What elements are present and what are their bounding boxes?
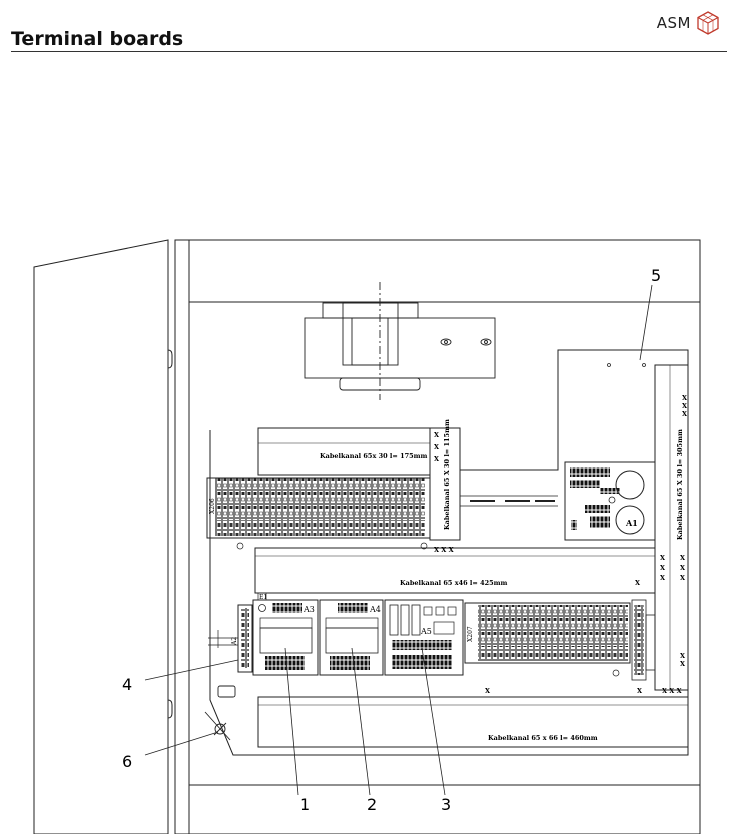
cable-duct-right: Kabelkanal 65 X 30 l= 305mm X X X X X X … (654, 364, 689, 691)
cable-duct-bottom-label: Kabelkanal 65 x 66 l= 460mm (488, 734, 598, 742)
a5-label: A5 (420, 627, 432, 636)
svg-text:X: X (660, 574, 666, 582)
terminal-block-x206: X206 (206, 477, 431, 550)
terminal-block-x207: X207 (464, 599, 656, 681)
component-a3: A3 (252, 599, 319, 676)
top-assembly (304, 282, 496, 400)
svg-text:X: X (682, 394, 688, 402)
svg-text:X: X (680, 574, 686, 582)
callout-6: 6 (122, 752, 132, 771)
svg-text:X: X (637, 687, 643, 695)
a1-label: A1 (625, 518, 638, 528)
cable-duct-vertical-label: Kabelkanal 65 X 30 l= 115mm (443, 419, 451, 530)
cable-duct-middle: Kabelkanal 65 x46 l= 425mm X X X X (254, 546, 656, 594)
svg-text:X: X (434, 443, 440, 451)
cable-duct-top-label: Kabelkanal 65x 30 l= 175mm (320, 452, 428, 460)
svg-text:X: X (680, 652, 686, 660)
svg-text:X: X (680, 564, 686, 572)
svg-text:X: X (635, 579, 641, 587)
component-a1: A1 (564, 461, 656, 541)
component-a2: A2 (208, 604, 253, 673)
cabinet-door (33, 239, 173, 834)
svg-text:X: X (434, 431, 440, 439)
cable-duct-bottom: Kabelkanal 65 x 66 l= 460mm X X X X X (257, 687, 689, 748)
mounting-plate (209, 349, 689, 756)
page-header: Terminal boards ASM (0, 0, 731, 60)
callout-2: 2 (367, 795, 377, 814)
a2-label: A2 (231, 637, 238, 646)
svg-text:X: X (680, 660, 686, 668)
x-marks-row: X X X (434, 546, 455, 554)
callout-1: 1 (300, 795, 310, 814)
callout-3: 3 (441, 795, 451, 814)
svg-text:E1: E1 (259, 594, 267, 601)
page-title: Terminal boards (11, 28, 184, 50)
a3-label: A3 (303, 605, 315, 614)
asm-logo: ASM (657, 10, 719, 36)
cable-duct-top: Kabelkanal 65x 30 l= 175mm X X X (257, 427, 440, 476)
svg-text:X: X (682, 410, 688, 418)
callout-5: 5 (651, 266, 661, 285)
component-a4: A4 (319, 599, 384, 676)
x206-label: X206 (209, 498, 216, 514)
svg-text:X: X (434, 455, 440, 463)
svg-text:X: X (682, 402, 688, 410)
svg-text:X: X (660, 564, 666, 572)
logo-text: ASM (656, 14, 691, 32)
svg-text:X: X (485, 687, 491, 695)
svg-text:X: X (660, 554, 666, 562)
asm-cube-icon (697, 11, 719, 35)
x207-label: X207 (467, 626, 474, 642)
cable-duct-right-label: Kabelkanal 65 X 30 l= 305mm (676, 429, 684, 540)
cabinet-body (174, 239, 701, 834)
a4-label: A4 (369, 605, 381, 614)
header-rule (11, 51, 727, 52)
area-5 (607, 363, 646, 367)
svg-text:X: X (680, 554, 686, 562)
component-a5: A5 (384, 599, 464, 676)
callout-leaders (144, 284, 653, 796)
cable-duct-middle-label: Kabelkanal 65 x46 l= 425mm (400, 579, 508, 587)
din-rail-upper (460, 495, 558, 507)
x-marks-bottom: X X X (662, 687, 683, 695)
callout-4: 4 (122, 675, 132, 694)
